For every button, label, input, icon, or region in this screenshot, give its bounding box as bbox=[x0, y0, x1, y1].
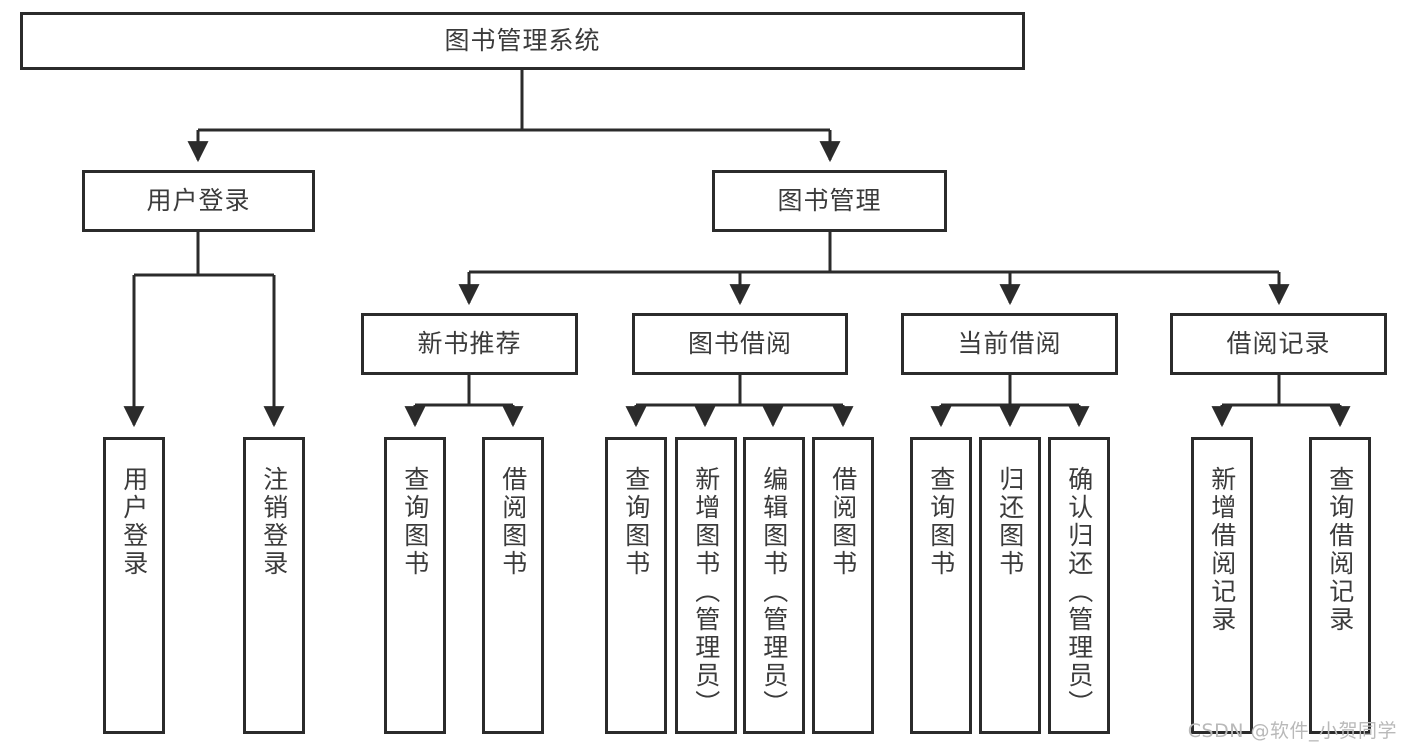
leaf-logout[interactable]: 注销登录 bbox=[243, 437, 305, 734]
node-label: 图书管理 bbox=[777, 186, 882, 216]
node-label: 图书管理系统 bbox=[444, 26, 601, 56]
leaf-return-books[interactable]: 归还图书 bbox=[979, 437, 1041, 734]
node-label: 注销登录 bbox=[259, 466, 289, 578]
leaf-query-books-borrow[interactable]: 查询图书 bbox=[605, 437, 667, 734]
leaf-query-books-recommend[interactable]: 查询图书 bbox=[384, 437, 446, 734]
node-current-borrowing[interactable]: 当前借阅 bbox=[901, 313, 1118, 375]
leaf-add-book-admin[interactable]: 新增图书（管理员） bbox=[675, 437, 737, 734]
leaf-borrow-books-recommend[interactable]: 借阅图书 bbox=[482, 437, 544, 734]
node-label: 用户登录 bbox=[119, 466, 149, 578]
node-label: 归还图书 bbox=[995, 466, 1025, 578]
leaf-confirm-return-admin[interactable]: 确认归还（管理员） bbox=[1048, 437, 1110, 734]
node-new-book-recommendation[interactable]: 新书推荐 bbox=[361, 313, 578, 375]
node-label: 查询借阅记录 bbox=[1325, 466, 1355, 634]
node-label: 查询图书 bbox=[926, 466, 956, 578]
node-label: 查询图书 bbox=[621, 466, 651, 578]
leaf-edit-book-admin[interactable]: 编辑图书（管理员） bbox=[743, 437, 805, 734]
leaf-query-borrow-record[interactable]: 查询借阅记录 bbox=[1309, 437, 1371, 734]
leaf-borrow-books[interactable]: 借阅图书 bbox=[812, 437, 874, 734]
node-label: 确认归还（管理员） bbox=[1064, 466, 1094, 718]
node-label: 新增图书（管理员） bbox=[691, 466, 721, 718]
node-user-login[interactable]: 用户登录 bbox=[82, 170, 315, 232]
node-book-borrowing[interactable]: 图书借阅 bbox=[632, 313, 848, 375]
node-label: 用户登录 bbox=[146, 186, 251, 216]
node-label: 借阅图书 bbox=[498, 466, 528, 578]
leaf-user-login[interactable]: 用户登录 bbox=[103, 437, 165, 734]
node-label: 新书推荐 bbox=[417, 329, 522, 359]
node-label: 图书借阅 bbox=[687, 329, 792, 359]
leaf-add-borrow-record[interactable]: 新增借阅记录 bbox=[1191, 437, 1253, 734]
node-book-management[interactable]: 图书管理 bbox=[712, 170, 947, 232]
node-label: 借阅记录 bbox=[1226, 329, 1331, 359]
leaf-query-books-current[interactable]: 查询图书 bbox=[910, 437, 972, 734]
node-label: 新增借阅记录 bbox=[1207, 466, 1237, 634]
node-label: 查询图书 bbox=[400, 466, 430, 578]
node-borrow-records[interactable]: 借阅记录 bbox=[1170, 313, 1387, 375]
csdn-watermark: CSDN @软件_小贺同学 bbox=[1187, 720, 1397, 742]
node-label: 借阅图书 bbox=[828, 466, 858, 578]
node-label: 当前借阅 bbox=[957, 329, 1062, 359]
node-label: 编辑图书（管理员） bbox=[759, 466, 789, 718]
node-root-book-management-system[interactable]: 图书管理系统 bbox=[20, 12, 1025, 70]
